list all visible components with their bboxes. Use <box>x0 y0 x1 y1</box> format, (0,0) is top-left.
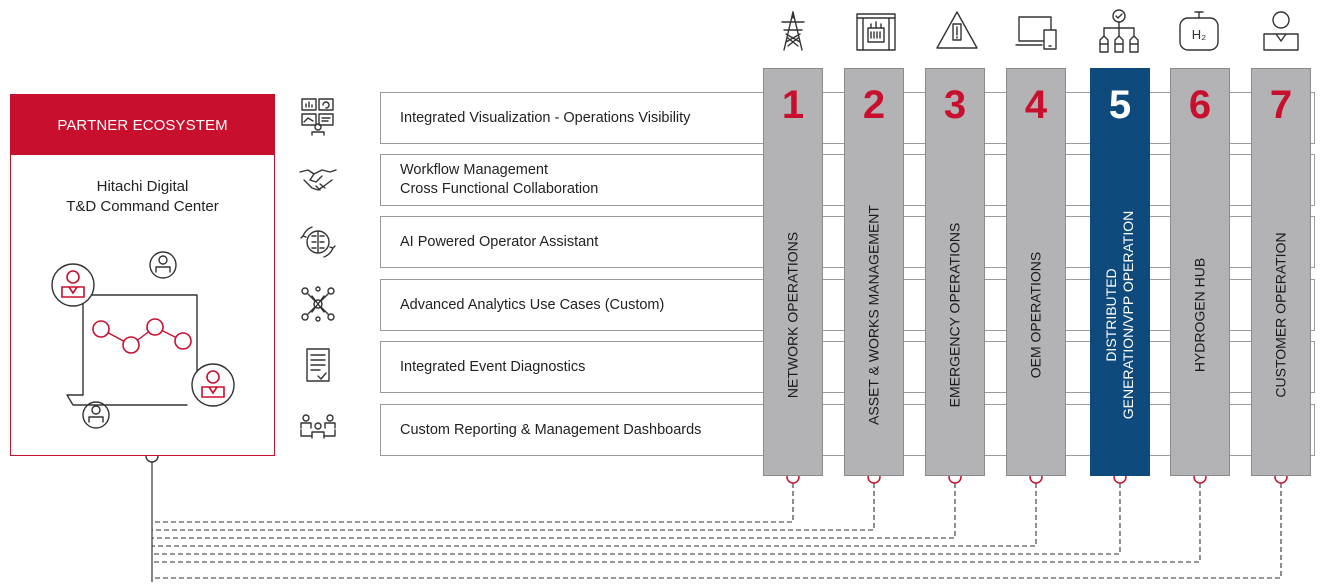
hydrogen-h2-label: H₂ <box>1192 27 1206 42</box>
operation-number: 2 <box>862 83 886 127</box>
command-center-illustration <box>51 251 235 429</box>
ai-brain-icon <box>300 226 336 258</box>
operation-label: HYDROGEN HUB <box>1192 258 1209 372</box>
command-center-title-line1: Hitachi Digital <box>96 178 189 195</box>
capability-label-line1: Integrated Event Diagnostics <box>400 358 586 375</box>
customer-person-icon <box>1263 11 1299 51</box>
user-avatar-icon <box>191 363 235 407</box>
user-avatar-icon <box>51 263 95 307</box>
capability-label: Integrated Visualization - Operations Vi… <box>400 93 690 143</box>
capability-label-line2: Cross Functional Collaboration <box>400 181 599 197</box>
team-reporting-icon <box>300 414 336 439</box>
command-center-title-line2: T&D Command Center <box>66 198 219 215</box>
partner-ecosystem-header: PARTNER ECOSYSTEM <box>11 95 274 155</box>
operation-label-line1: NETWORK OPERATIONS <box>784 231 801 399</box>
capability-label-line1: Custom Reporting & Management Dashboards <box>400 421 702 438</box>
capability-label: Custom Reporting & Management Dashboards <box>400 405 701 455</box>
operation-label-line1: DISTRIBUTED <box>1103 268 1119 362</box>
dashed-feeder-line <box>152 483 1121 555</box>
operation-label-line1: EMERGENCY OPERATIONS <box>946 222 963 408</box>
operation-label: CUSTOMER OPERATION <box>1273 232 1290 397</box>
distributed-generation-icon <box>1099 9 1139 53</box>
dashed-feeder-line <box>152 483 875 531</box>
capability-label-line1: Integrated Visualization - Operations Vi… <box>400 109 691 126</box>
operation-label-line1: OEM OPERATIONS <box>1027 251 1044 379</box>
operation-number: 4 <box>1024 83 1048 127</box>
operation-number: 5 <box>1108 83 1132 127</box>
dashed-feeder-line <box>152 483 956 539</box>
capability-label: Integrated Event Diagnostics <box>400 342 585 392</box>
operation-label: ASSET & WORKS MANAGEMENT <box>866 205 883 425</box>
partner-ecosystem-panel: PARTNER ECOSYSTEM Hitachi Digital T&D Co… <box>10 94 275 456</box>
operation-label-line1: ASSET & WORKS MANAGEMENT <box>865 205 882 425</box>
operation-label-line2: GENERATION/VPP OPERATION <box>1120 210 1136 420</box>
operation-label-line1: CUSTOMER OPERATION <box>1272 232 1289 398</box>
dashed-feeder-line <box>152 483 1201 563</box>
warning-triangle-icon <box>936 11 978 49</box>
checklist-document-icon <box>306 348 330 382</box>
dashboard-icon <box>301 98 334 136</box>
capability-label-line1: Workflow Management <box>400 162 549 178</box>
command-center-title: Hitachi Digital T&D Command Center <box>11 177 274 217</box>
operation-number: 3 <box>943 83 967 127</box>
operation-label: OEM OPERATIONS <box>1028 252 1045 379</box>
hydrogen-tank-icon: H₂ <box>1179 11 1219 51</box>
user-icon <box>149 251 177 279</box>
operation-label: NETWORK OPERATIONS <box>785 232 802 398</box>
substation-icon <box>856 13 896 51</box>
capability-label-line1: AI Powered Operator Assistant <box>400 233 599 250</box>
capability-label: AI Powered Operator Assistant <box>400 217 598 267</box>
operation-label-line1: HYDROGEN HUB <box>1191 257 1208 373</box>
operation-label: EMERGENCY OPERATIONS <box>947 223 964 408</box>
operation-number: 6 <box>1188 83 1212 127</box>
handshake-icon <box>299 169 337 191</box>
transmission-tower-icon <box>781 11 805 51</box>
dashed-feeder-line <box>152 483 794 523</box>
operation-number: 7 <box>1269 83 1293 127</box>
capability-label-line1: Advanced Analytics Use Cases (Custom) <box>400 296 665 313</box>
dashed-feeder-line <box>152 483 1037 547</box>
operation-number: 1 <box>781 83 805 127</box>
user-icon <box>82 401 110 429</box>
capability-label: Advanced Analytics Use Cases (Custom) <box>400 280 664 330</box>
laptop-device-icon <box>1015 16 1057 50</box>
network-analytics-icon <box>301 286 335 322</box>
